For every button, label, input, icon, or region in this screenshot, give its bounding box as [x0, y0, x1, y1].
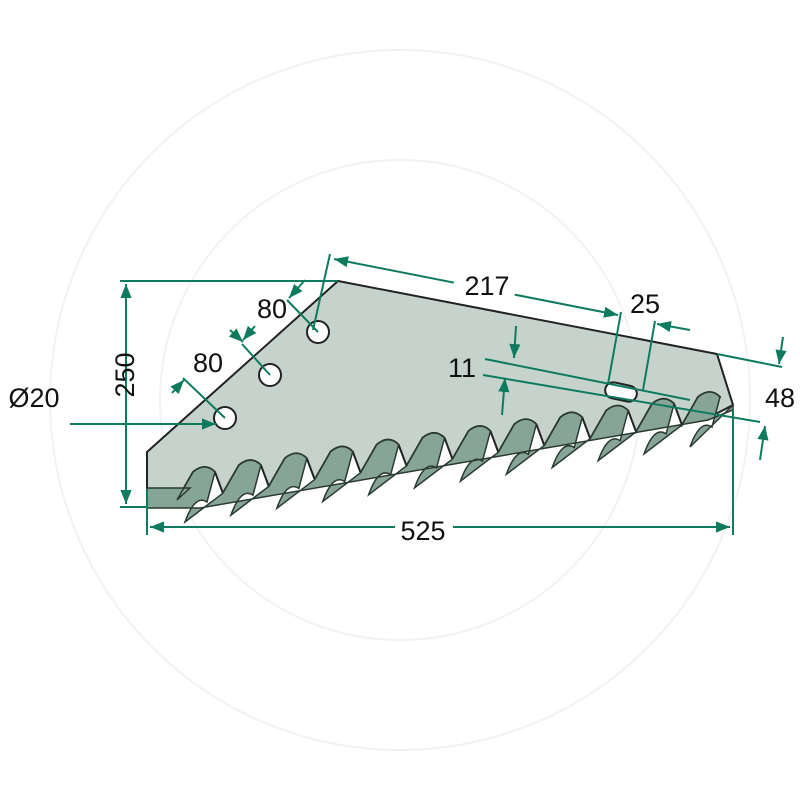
blade-serrated-edge [146, 391, 734, 525]
slot-height-label: 11 [448, 353, 476, 383]
height-label: 250 [110, 352, 140, 397]
hole-diameter-label: Ø20 [8, 383, 59, 413]
end-offset-label: 48 [765, 383, 795, 413]
dimension-labels: 250 525 217 25 11 48 80 80 Ø20 [8, 259, 795, 546]
top-to-slot-label: 217 [464, 271, 509, 301]
hole-spacing-upper-label: 80 [257, 294, 287, 324]
dimension-lines [70, 253, 787, 535]
hole-spacing-lower-label: 80 [193, 348, 223, 378]
slot-width-label: 25 [630, 289, 660, 319]
length-label: 525 [400, 516, 445, 546]
